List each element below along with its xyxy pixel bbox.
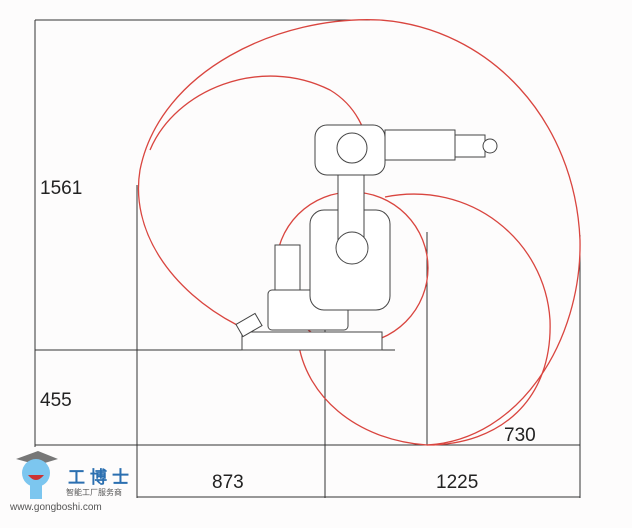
dimension-455: 455 [40,390,72,411]
cable-connector [235,312,263,338]
mascot-icon [16,451,58,499]
inner-right-arc [384,193,551,446]
dimension-873: 873 [212,472,244,493]
logo-name: 工博士 [68,468,134,487]
dimension-1561: 1561 [40,178,83,199]
outer-envelope-arc [137,19,581,446]
motor [274,244,301,291]
dimension-lines [34,19,581,498]
lower-arc [297,339,428,446]
dimension-1225: 1225 [436,472,479,493]
logo-url: www.gongboshi.com [10,502,102,513]
joint-2 [335,231,369,265]
upper-arm [384,129,456,161]
robot-base [241,331,383,351]
flange [482,138,498,154]
joint-3 [336,132,368,164]
wrist [454,134,486,158]
robot-drawing [235,124,498,351]
logo-tagline: 智能工厂服务商 [66,488,122,497]
gongboshi-logo: 工博士 智能工厂服务商 www.gongboshi.com [8,447,148,525]
dimension-730: 730 [504,425,536,446]
